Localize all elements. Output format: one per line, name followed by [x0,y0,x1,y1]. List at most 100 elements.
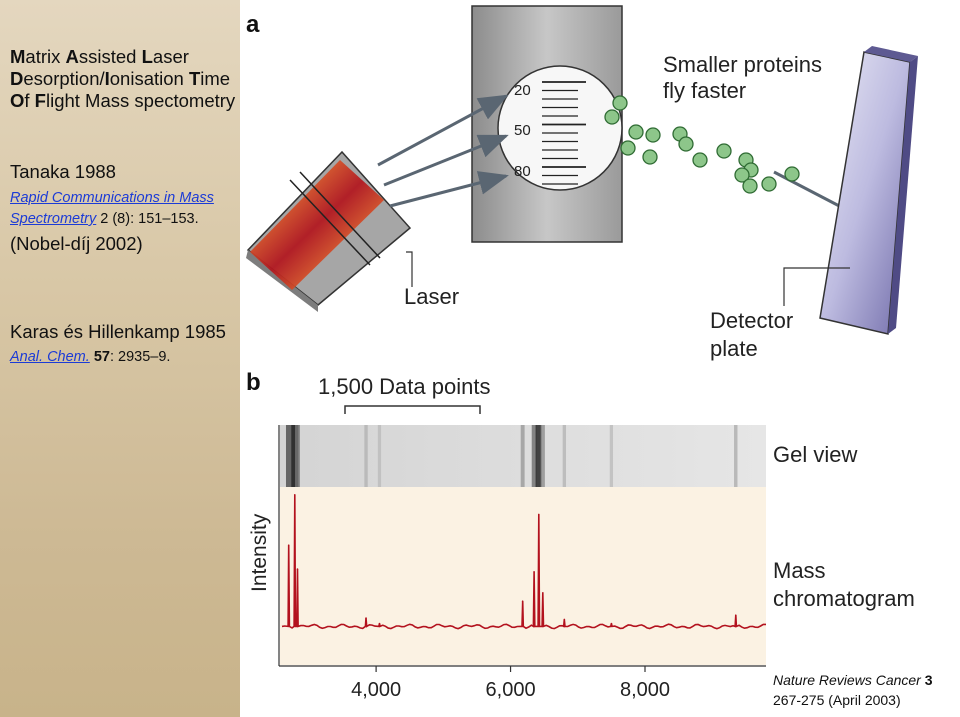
gel-band [535,425,542,487]
panel-a-label: a [246,11,260,38]
peak-point [378,622,381,625]
gel-band [520,425,525,487]
title-fragment: F [34,90,46,111]
figure-canvas: a 20 50 80 Smaller proteins fly faster [246,5,918,701]
reference-1-journal-link-cont[interactable]: Spectrometry [10,211,97,227]
caption-smaller-proteins: Smaller proteins [663,52,822,77]
x-tick-label: 6,000 [486,679,536,701]
detector-label-line2: plate [710,336,758,361]
scale-tick-label: 80 [514,163,531,180]
credit-journal: Nature Reviews Cancer [773,672,921,688]
laser-label: Laser [404,284,459,309]
mass-label-line1: Mass [773,558,826,583]
protein-particle [784,166,800,182]
detector-plate [819,46,918,335]
peak-point [293,494,296,496]
detector-label-line1: Detector [710,308,793,333]
gel-band [285,425,292,487]
gel-view-label: Gel view [773,442,857,467]
credit-pages: 267-275 (April 2003) [773,692,901,708]
gel-bands [285,425,738,487]
gel-band [734,425,738,487]
reference-1-journal-link[interactable]: Rapid Communications in Mass [10,190,214,206]
title-fragment: A [65,46,79,67]
gel-band [540,425,545,487]
title-line: Of Flight Mass spectometry [10,90,235,112]
title-fragment: onisation [109,68,189,89]
peak-point [537,513,540,516]
gel-band [364,425,368,487]
mass-chromatogram-area [280,487,766,665]
title-fragment: M [10,46,26,67]
protein-particle [620,140,636,156]
figure-credit: Nature Reviews Cancer 3 267-275 (April 2… [773,670,933,710]
scale-tick-lines [542,81,586,185]
maldi-tof-figure: a 20 50 80 Smaller proteins fly faster [240,0,960,717]
peak-point [563,618,566,621]
protein-particle [642,149,658,165]
title-line: Desorption/Ionisation Time [10,68,235,90]
data-points-label: 1,500 Data points [318,374,490,399]
reference-1-citation: 2 (8): 151–153. [96,211,199,227]
peak-point [296,568,299,570]
protein-particle [645,127,661,143]
title-fragment: atrix [25,46,66,67]
caption-fly-faster: fly faster [663,78,746,103]
title-fragment: O [10,90,25,111]
protein-particle [678,136,694,152]
protein-particle [734,167,750,183]
peak-point [734,614,737,616]
reference-2-pages: : 2935–9. [109,349,171,365]
protein-particle [612,95,628,111]
protein-particle [716,143,732,159]
peak-point [365,617,367,619]
title-fragment: aser [152,46,189,67]
ion-path-arrows [377,94,873,224]
title-fragment: esorption/ [23,68,105,89]
protein-particle [692,152,708,168]
flight-tube-panel: 20 50 80 [471,5,623,243]
sample-chip [246,150,412,312]
mass-trace [281,494,766,630]
series-line [281,494,766,630]
reference-1-citation-line: Spectrometry 2 (8): 151–153. [10,210,199,228]
title-fragment: T [188,68,201,89]
panel-b-label: b [246,369,261,396]
title-fragment: f [24,90,35,111]
title-fragment: light Mass spectometry [45,90,236,111]
title-fragment: L [141,46,153,67]
detector-leader-line [783,267,850,306]
gel-band [377,425,382,487]
gel-band [291,425,299,487]
title-line: Matrix Assisted Laser [10,46,235,68]
reference-1-heading: Tanaka 1988 [10,161,116,182]
scale-window [497,65,623,191]
x-tick-label: 8,000 [620,679,670,701]
x-tick-label: 4,000 [351,679,401,701]
reference-2-journal-link[interactable]: Anal. Chem. [10,349,90,365]
laser-leader-line [406,251,413,287]
x-axis-ticks: 4,000 6,000 8,000 [351,666,670,701]
gel-band [562,425,567,487]
title-fragment: ssisted [78,46,142,67]
scale-tick-label: 20 [514,82,531,99]
credit-volume: 3 [920,672,933,688]
peak-point [542,592,544,594]
title-fragment: D [10,68,24,89]
mass-label-line2: chromatogram [773,586,915,611]
reference-2-citation-line: Anal. Chem. 57: 2935–9. [10,348,170,366]
reference-2-volume: 57 [93,349,110,365]
title-fragment: I [104,68,110,89]
gel-band [609,425,614,487]
protein-particle [628,124,644,140]
peak-point [287,544,290,546]
gel-band [531,425,537,487]
peak-point [533,571,535,573]
reference-1-note: (Nobel-díj 2002) [10,233,143,254]
credit-line1: Nature Reviews Cancer 3 [773,670,933,690]
protein-particles [604,95,800,194]
laser-beam [250,160,384,290]
title-fragment: ime [200,68,231,89]
